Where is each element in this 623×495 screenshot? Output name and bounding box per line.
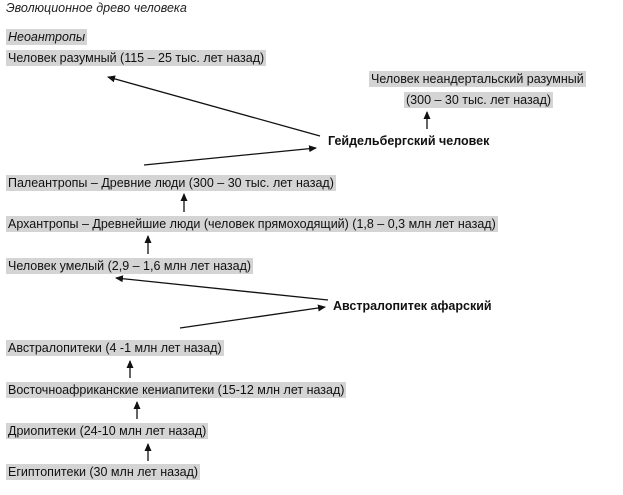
node-archanthropes: Архантропы – Древнейшие люди (человек пр…	[6, 216, 498, 232]
node-neanderthal-name: Человек неандертальский разумный	[369, 71, 586, 87]
node-dryopithecus: Дриопитеки (24-10 млн лет назад)	[6, 423, 209, 439]
node-paleoanthropes: Палеантропы – Древние люди (300 – 30 тыс…	[6, 175, 336, 191]
arrow-afarensis-to-habilis	[115, 275, 329, 301]
neoanthropes-label: Неоантропы	[6, 29, 88, 45]
node-homo-sapiens: Человек разумный (115 – 25 тыс. лет наза…	[6, 50, 267, 66]
arrow-australopithecus-to-afarensis	[179, 304, 326, 329]
node-kenyapithecus: Восточноафриканские кениапитеки (15-12 м…	[6, 382, 347, 398]
node-heidelberg: Гейдельбергский человек	[328, 134, 490, 148]
arrow-heidelberg-to-sapiens	[107, 75, 321, 137]
arrow-paleo-to-heidelberg	[143, 145, 317, 166]
node-neanderthal-dates: (300 – 30 тыс. лет назад)	[404, 92, 554, 108]
node-afarensis: Австралопитек афарский	[333, 299, 492, 313]
node-australopithecus: Австралопитеки (4 -1 млн лет назад)	[6, 340, 224, 356]
node-homo-habilis: Человек умелый (2,9 – 1,6 млн лет назад)	[6, 258, 254, 274]
diagram-title: Эволюционное древо человека	[6, 1, 187, 15]
node-aegyptopithecus: Египтопитеки (30 млн лет назад)	[6, 464, 201, 480]
